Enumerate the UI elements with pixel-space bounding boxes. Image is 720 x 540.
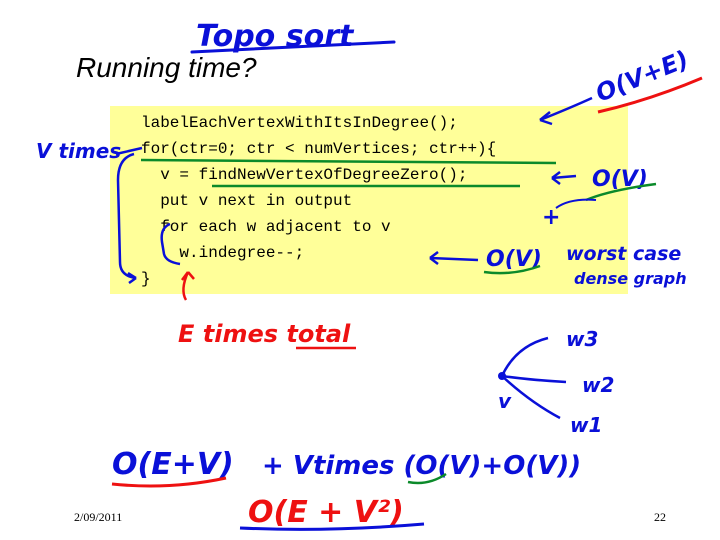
code-block bbox=[110, 106, 628, 294]
loop-bracket-head bbox=[127, 271, 137, 285]
find-cost-underline bbox=[585, 182, 657, 202]
label-cost-annotation: O(V+E) bbox=[592, 45, 693, 107]
edge-w3 bbox=[500, 336, 549, 377]
slide-title: Running time? bbox=[76, 52, 257, 83]
code-line-1: labelEachVertexWithItsInDegree(); bbox=[141, 114, 458, 132]
edge-w2 bbox=[501, 374, 567, 384]
label-cost-underline bbox=[597, 76, 703, 114]
page-number: 22 bbox=[654, 510, 666, 524]
worst-case-annotation: worst case bbox=[566, 243, 681, 265]
v-times-annotation: V times bbox=[36, 139, 121, 163]
slide-date: 2/09/2011 bbox=[74, 510, 123, 524]
sum-right-annotation: + Vtimes (O(V)+O(V)) bbox=[262, 451, 581, 481]
edge-w1 bbox=[501, 375, 561, 420]
v-times-connector bbox=[115, 146, 143, 156]
e-times-arrow-head bbox=[181, 271, 195, 281]
arrow-to-line-1 bbox=[539, 96, 593, 122]
plus-annotation: + bbox=[542, 205, 560, 230]
graph-label-w3: w3 bbox=[566, 327, 598, 351]
arrow-head-1 bbox=[539, 111, 553, 126]
e-times-total-annotation: E times total bbox=[178, 320, 351, 348]
graph-label-v: v bbox=[498, 389, 512, 413]
find-cost-annotation: O(V) bbox=[592, 167, 648, 192]
sum-right-underline bbox=[407, 472, 447, 485]
sum-left-annotation: O(E+V) bbox=[112, 447, 234, 482]
arrow-to-indegree bbox=[429, 256, 479, 262]
sum-left-underline bbox=[111, 476, 227, 488]
code-line-3: v = findNewVertexOfDegreeZero(); bbox=[141, 166, 468, 184]
dense-graph-annotation: dense graph bbox=[574, 269, 687, 288]
loop-bracket bbox=[116, 152, 137, 280]
result-underline bbox=[239, 522, 425, 531]
graph-label-w2: w2 bbox=[582, 373, 614, 397]
heading-underline bbox=[190, 40, 396, 54]
result-annotation: O(E + V²) bbox=[248, 495, 404, 530]
for-line-underline bbox=[140, 158, 557, 165]
arrow-head-find bbox=[551, 171, 561, 185]
graph-label-w1: w1 bbox=[570, 413, 602, 437]
arrow-head-indegree bbox=[429, 251, 439, 265]
code-line-6: w.indegree--; bbox=[141, 244, 305, 262]
code-line-2: for(ctr=0; ctr < numVertices; ctr++){ bbox=[141, 140, 497, 158]
loop-cost-underline bbox=[483, 264, 541, 275]
code-line-7: } bbox=[141, 270, 151, 288]
code-line-5: for each w adjacent to v bbox=[141, 218, 391, 236]
arrow-to-find bbox=[551, 174, 577, 180]
code-line-4: put v next in output bbox=[141, 192, 353, 210]
plus-swoosh bbox=[555, 198, 597, 209]
inner-bracket bbox=[160, 222, 181, 266]
